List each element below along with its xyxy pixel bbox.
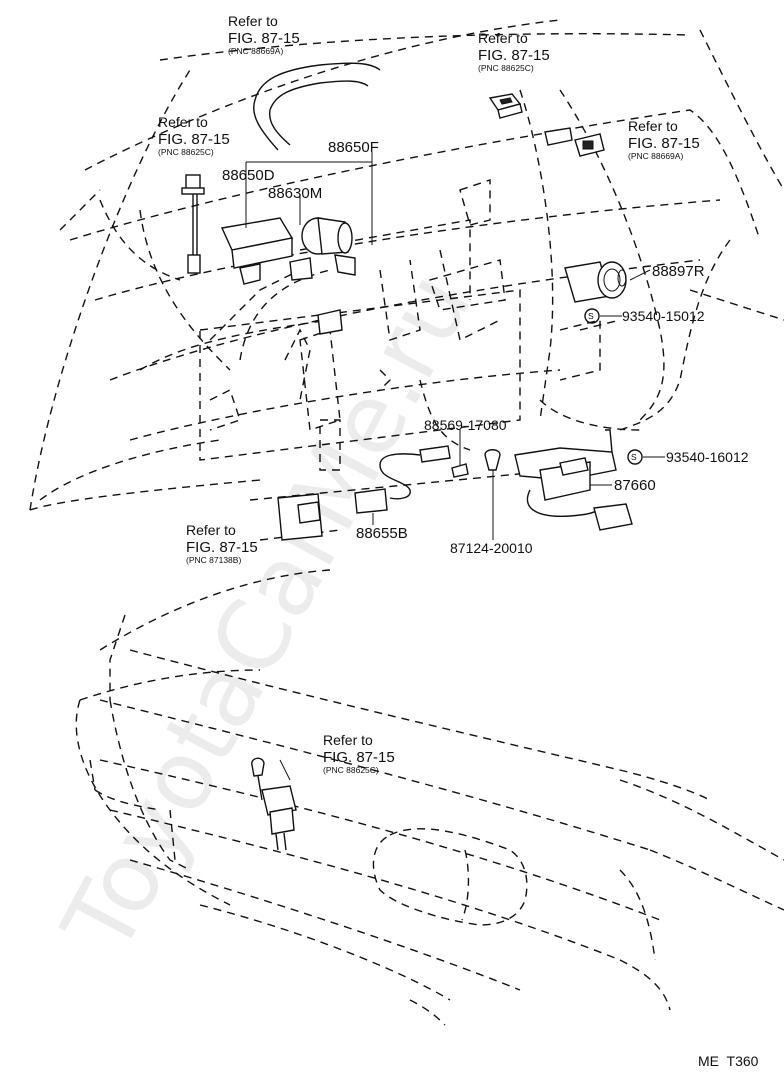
svg-text:Refer to: Refer to [186,522,236,538]
svg-text:(PNC 88625C): (PNC 88625C) [323,765,379,775]
svg-text:(PNC 88669A): (PNC 88669A) [228,46,283,56]
svg-text:(PNC 88669A): (PNC 88669A) [628,151,683,161]
svg-text:FIG. 87-15: FIG. 87-15 [158,131,230,148]
svg-text:FIG. 87-15: FIG. 87-15 [478,47,550,64]
part-88569-17080-label: 88569-17080 [424,417,507,433]
watermark: ToyotaCarMe.ru [41,255,493,972]
diagram-code: ME T360 [698,1053,759,1069]
svg-text:Refer to: Refer to [478,30,528,46]
svg-text:(PNC 88625C): (PNC 88625C) [478,63,534,73]
part-88650F-label: 88650F [328,139,379,156]
small-bracket-part [317,309,343,335]
part-87124-20010-label: 87124-20010 [450,540,533,556]
amplifier-part [220,217,313,285]
part-88650D-label: 88650D [222,167,275,184]
svg-text:Refer to: Refer to [158,114,208,130]
bumper-sensor-part [251,757,297,851]
ref-label-87138B: Refer to FIG. 87-15 (PNC 87138B) [186,522,258,565]
ref-label-88625C-lower: Refer to FIG. 87-15 (PNC 88625C) [323,732,395,775]
svg-text:(PNC 87138B): (PNC 87138B) [186,555,241,565]
svg-text:Refer to: Refer to [228,13,278,29]
svg-text:(PNC 88625C): (PNC 88625C) [158,147,214,157]
part-88630M-label: 88630M [268,185,322,202]
part-88897R-label: 88897R [652,263,705,280]
svg-text:Refer to: Refer to [323,732,373,748]
resistor-87138B-part [277,493,323,541]
svg-text:FIG. 87-15: FIG. 87-15 [323,749,395,766]
right-top-connector-part [544,127,605,157]
top-hose [253,62,381,151]
part-88655B-label: 88655B [356,525,408,542]
leader-lines [245,152,665,540]
heater-unit-structure [199,179,601,471]
ref-label-88625C-top: Refer to FIG. 87-15 (PNC 88625C) [478,30,550,73]
part-93540-15012-label: 93540-15012 [622,308,705,324]
front-bumper-outline [75,569,784,1026]
motor-part [301,217,356,276]
part-87660-label: 87660 [614,477,656,494]
actuator-87660-part [514,429,633,531]
part-93540-16012-label: 93540-16012 [666,449,749,465]
left-sensor-part [181,174,205,274]
svg-text:FIG. 87-15: FIG. 87-15 [628,135,700,152]
svg-text:FIG. 87-15: FIG. 87-15 [186,539,258,556]
screw-symbol-1: S [584,308,600,324]
ref-label-88669A-top: Refer to FIG. 87-15 (PNC 88669A) [228,13,300,56]
svg-text:S: S [588,311,594,321]
svg-text:FIG. 87-15: FIG. 87-15 [228,30,300,47]
svg-text:Refer to: Refer to [628,118,678,134]
clip-87124-part [484,449,501,471]
top-connector-part [488,93,523,119]
screw-symbol-2: S [627,449,643,465]
wire-88569-part [354,445,469,514]
ref-label-88625C-left: Refer to FIG. 87-15 (PNC 88625C) [158,114,230,157]
svg-text:S: S [631,452,637,462]
ref-label-88669A-right: Refer to FIG. 87-15 (PNC 88669A) [628,118,700,161]
sensor-88897R-part [564,261,627,303]
